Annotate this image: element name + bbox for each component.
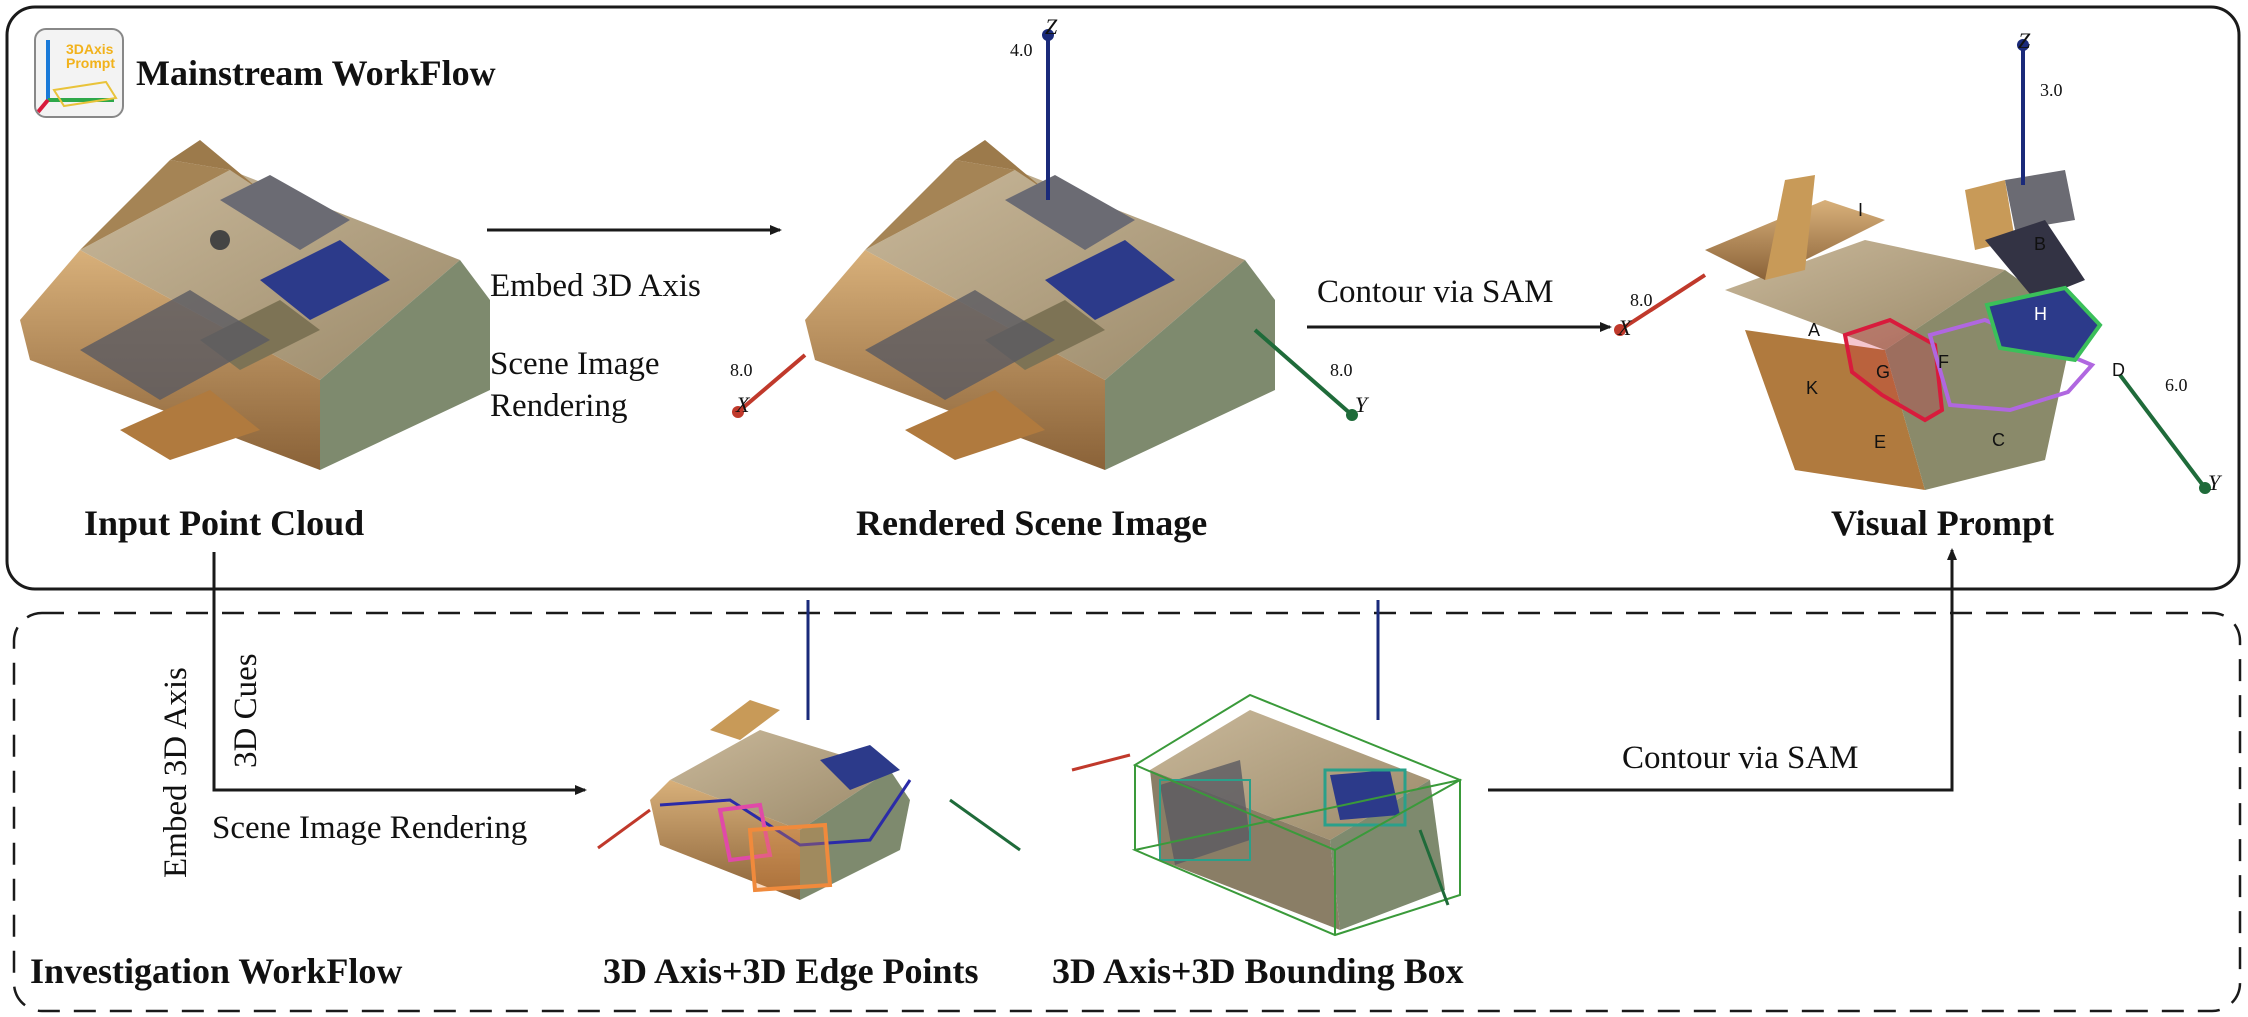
tick-x-visual: 8.0 bbox=[1630, 290, 1653, 310]
edge-3d-cues-vertical: 3D Cues bbox=[228, 653, 264, 768]
arrow-contour-sam-investigation bbox=[1488, 548, 1957, 792]
axis-x-label-rendered: X bbox=[736, 392, 750, 417]
tick-y-visual: 6.0 bbox=[2165, 375, 2188, 395]
rendered-scene-image bbox=[805, 140, 1275, 470]
bounding-box-image bbox=[1131, 693, 1463, 937]
edge-contour-via-sam-investigation: Contour via SAM bbox=[1622, 740, 1859, 776]
axes-bounding-box bbox=[1071, 600, 1450, 906]
3daxis-prompt-logo: 3DAxis Prompt bbox=[34, 28, 124, 118]
object-letter-c: C bbox=[1992, 430, 2005, 450]
input-point-cloud-image bbox=[20, 140, 490, 470]
investigation-workflow-title: Investigation WorkFlow bbox=[30, 951, 403, 991]
object-letter-a: A bbox=[1808, 320, 1821, 340]
object-letter-d: D bbox=[2112, 360, 2125, 380]
axes-rendered-scene bbox=[732, 29, 1358, 421]
edge-scene-image-rendering-line1: Scene Image bbox=[490, 346, 660, 382]
mainstream-workflow-title: Mainstream WorkFlow bbox=[136, 53, 496, 93]
edge-scene-image-rendering-line2: Rendering bbox=[490, 388, 628, 424]
node-rendered-scene-image: Rendered Scene Image bbox=[856, 503, 1208, 543]
edge-scene-image-rendering-investigation: Scene Image Rendering bbox=[212, 810, 528, 846]
edge-embed-3d-axis: Embed 3D Axis bbox=[490, 268, 701, 304]
node-visual-prompt: Visual Prompt bbox=[1831, 503, 2055, 543]
node-3d-axis-bounding-box: 3D Axis+3D Bounding Box bbox=[1052, 951, 1464, 991]
node-3d-axis-edge-points: 3D Axis+3D Edge Points bbox=[603, 951, 979, 991]
axis-z-label-visual: Z bbox=[2018, 28, 2031, 53]
tick-y-rendered: 8.0 bbox=[1330, 360, 1353, 380]
edge-contour-via-sam-main: Contour via SAM bbox=[1317, 274, 1554, 310]
axes-edge-points bbox=[597, 600, 1021, 852]
object-letter-i: I bbox=[1858, 200, 1864, 220]
axis-x-label-visual: X bbox=[1618, 315, 1632, 340]
object-letter-e: E bbox=[1874, 432, 1887, 452]
object-letter-k: K bbox=[1806, 378, 1819, 398]
logo-axes-icon bbox=[36, 40, 118, 114]
object-letter-b: B bbox=[2034, 234, 2047, 254]
axis-y-label-rendered: Y bbox=[1355, 392, 1368, 417]
tick-z-rendered: 4.0 bbox=[1010, 40, 1033, 60]
axes-visual-prompt bbox=[1614, 39, 2211, 494]
edge-embed-3d-axis-vertical: Embed 3D Axis bbox=[158, 667, 194, 878]
investigation-frame bbox=[12, 611, 2242, 1013]
arrow-investigation-render bbox=[212, 552, 587, 795]
object-letter-g: G bbox=[1876, 362, 1891, 382]
object-letter-h: H bbox=[2034, 304, 2047, 324]
visual-prompt-image bbox=[1705, 170, 2085, 490]
object-letter-f: F bbox=[1938, 352, 1949, 372]
tick-x-rendered: 8.0 bbox=[730, 360, 753, 380]
axis-z-label-rendered: Z bbox=[1045, 14, 1058, 39]
visual-prompt-contours bbox=[1842, 285, 2103, 423]
mainstream-frame bbox=[5, 5, 2241, 591]
edge-points-image bbox=[650, 700, 912, 900]
tick-z-visual: 3.0 bbox=[2040, 80, 2063, 100]
axis-y-label-visual: Y bbox=[2208, 470, 2221, 495]
node-input-point-cloud: Input Point Cloud bbox=[84, 503, 365, 543]
